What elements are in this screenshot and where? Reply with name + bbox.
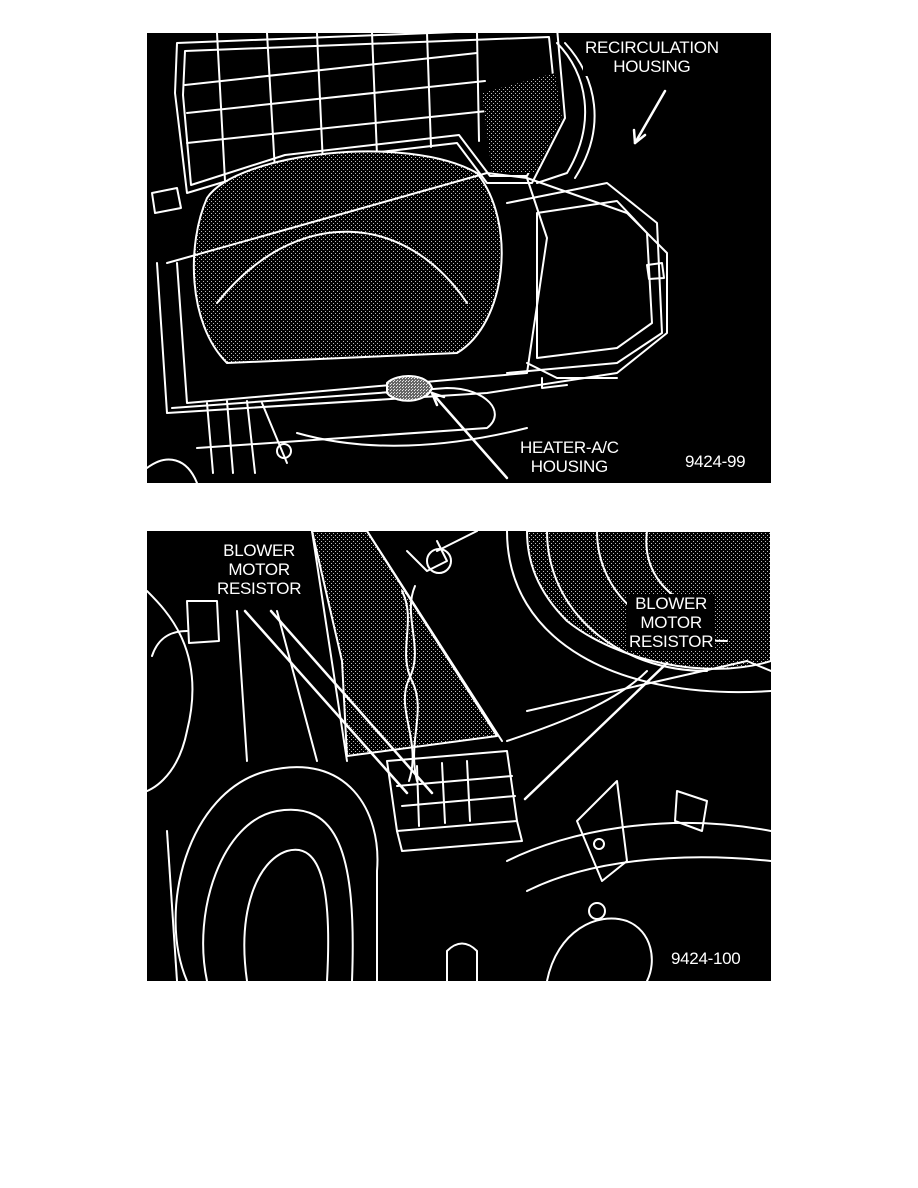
callout-line: MOTOR xyxy=(640,613,702,632)
callout-line: RECIRCULATION xyxy=(585,38,719,57)
callout-blower-motor-resistor-right: BLOWER MOTOR RESISTOR xyxy=(627,594,716,651)
callout-recirculation-housing: RECIRCULATION HOUSING xyxy=(583,38,721,76)
callout-line: MOTOR xyxy=(228,560,290,579)
callout-blower-motor-resistor-left: BLOWER MOTOR RESISTOR xyxy=(215,541,304,598)
housing-line-art xyxy=(147,33,668,483)
callout-line: RESISTOR xyxy=(629,632,714,651)
figure-blower-motor-resistor: BLOWER MOTOR RESISTOR BLOWER MOTOR RESIS… xyxy=(147,531,771,981)
callout-line: HOUSING xyxy=(530,457,609,476)
figure-number: 9424-99 xyxy=(683,452,748,471)
callout-heater-ac-housing: HEATER-A/C HOUSING xyxy=(518,438,621,476)
figure-recirculation-housing: RECIRCULATION HOUSING HEATER-A/C HOUSING… xyxy=(147,33,771,483)
figure-number: 9424-100 xyxy=(669,949,743,968)
callout-line: HEATER-A/C xyxy=(520,438,619,457)
callout-line: BLOWER xyxy=(223,541,296,560)
callout-line: BLOWER xyxy=(635,594,708,613)
callout-line: HOUSING xyxy=(613,57,691,76)
blower-line-art xyxy=(147,531,771,981)
callout-line: RESISTOR xyxy=(217,579,302,598)
